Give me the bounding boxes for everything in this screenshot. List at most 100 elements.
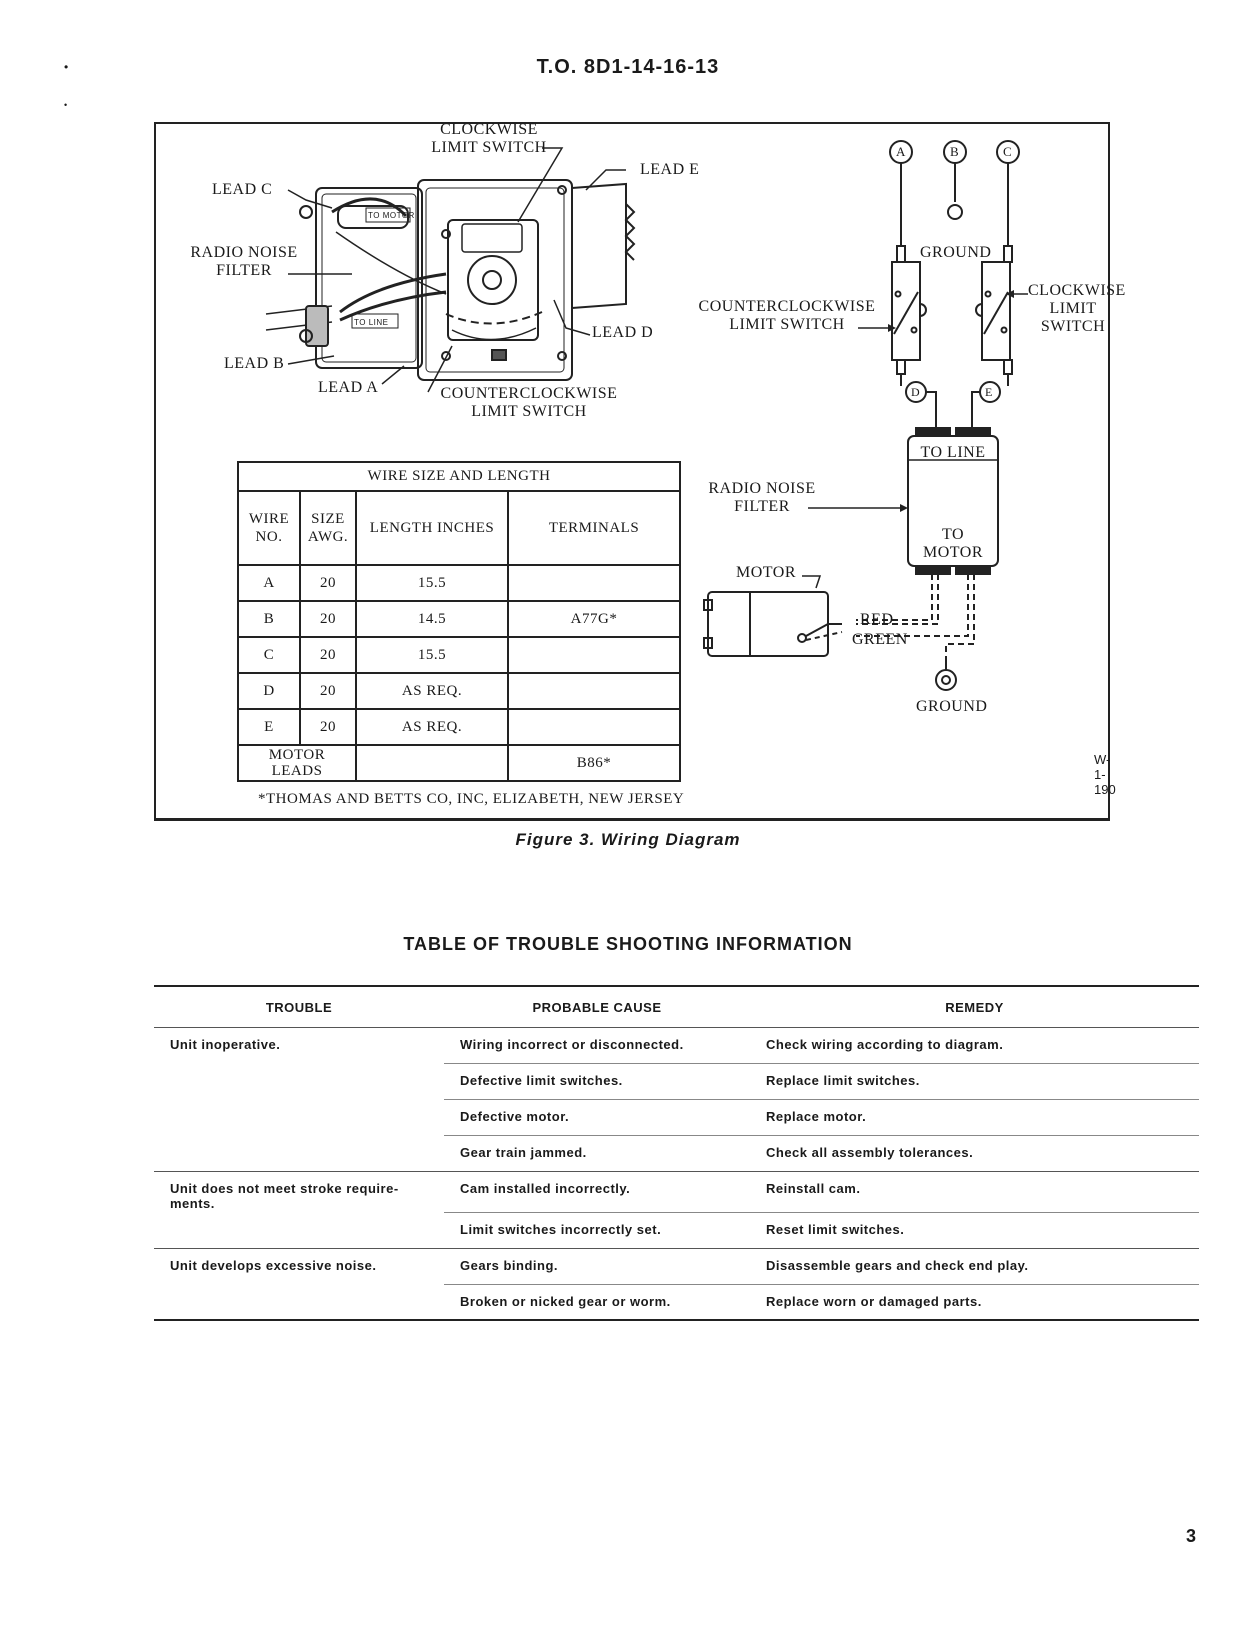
- troubleshooting-title: TABLE OF TROUBLE SHOOTING INFORMATION: [403, 934, 853, 954]
- trouble-line-2: ments.: [170, 1196, 215, 1211]
- cell-remedy: Check all assembly tolerances.: [750, 1135, 1199, 1172]
- cell-wire: C: [237, 636, 301, 674]
- cell-terminal: B86*: [507, 744, 681, 782]
- cell-size: 20: [299, 672, 357, 710]
- cell-trouble: [154, 1064, 444, 1100]
- cell-terminal: [507, 636, 681, 674]
- cell-remedy: Replace worn or damaged parts.: [750, 1283, 1199, 1320]
- cell-trouble: [154, 1100, 444, 1136]
- cell-size: 20: [299, 564, 357, 602]
- table-row: Unit develops excessive noise. Gears bin…: [154, 1247, 1199, 1284]
- cell-cause: Wiring incorrect or disconnected.: [444, 1027, 750, 1064]
- cell-cause: Gear train jammed.: [444, 1135, 750, 1172]
- cell-length: 14.5: [355, 600, 509, 638]
- radio-noise-filter-label: RADIO NOISE FILTER: [190, 244, 298, 279]
- wiring-diagram-drawing: [265, 140, 1028, 691]
- table-row: Unit inoperative. Wiring incorrect or di…: [154, 1027, 1199, 1064]
- cell-remedy: Check wiring according to diagram.: [750, 1027, 1199, 1064]
- cell-wire: D: [237, 672, 301, 710]
- cell-remedy: Disassemble gears and check end play.: [750, 1247, 1199, 1284]
- col-terminals: TERMINALS: [507, 490, 681, 566]
- cell-trouble: Unit inoperative.: [154, 1027, 444, 1064]
- housing-pictorial: [265, 179, 636, 381]
- col-trouble: TROUBLE: [154, 986, 444, 1028]
- cell-wire: A: [237, 564, 301, 602]
- arrow-heads: [888, 290, 1014, 512]
- cell-trouble: [154, 1284, 444, 1320]
- lead-e-label: LEAD E: [640, 161, 700, 178]
- table-row: A 20 15.5: [237, 564, 681, 602]
- cell-trouble: [154, 1212, 444, 1248]
- cell-wire: E: [237, 708, 301, 746]
- cell-length: AS REQ.: [355, 708, 509, 746]
- clockwise-limit-switch-label: CLOCKWISE LIMIT SWITCH: [431, 121, 547, 156]
- cell-size: 20: [299, 600, 357, 638]
- table-row: Limit switches incorrectly set. Reset li…: [154, 1211, 1199, 1248]
- col-length: LENGTH INCHES: [355, 490, 509, 566]
- table-row: Broken or nicked gear or worm. Replace w…: [154, 1283, 1199, 1320]
- cell-length: AS REQ.: [355, 672, 509, 710]
- to-motor-tag: TO MOTOR: [368, 211, 415, 220]
- schematic-cw-switch-label: CLOCKWISE LIMIT SWITCH: [1028, 282, 1126, 335]
- table-row: Defective limit switches. Replace limit …: [154, 1063, 1199, 1100]
- cell-remedy: Replace motor.: [750, 1099, 1199, 1136]
- col-probable-cause: PROBABLE CAUSE: [444, 986, 750, 1028]
- green-lead-label: GREEN: [852, 631, 908, 648]
- schematic-filter-label: RADIO NOISE FILTER: [708, 480, 816, 515]
- cell-terminal: A77G*: [507, 600, 681, 638]
- table-row: B 20 14.5 A77G*: [237, 600, 681, 638]
- cell-length: [355, 744, 509, 782]
- terminal-footnote: *THOMAS AND BETTS CO, INC, ELIZABETH, NE…: [258, 791, 685, 807]
- cell-cause: Gears binding.: [444, 1247, 750, 1284]
- terminal-c: C: [1003, 144, 1013, 159]
- to-line-tag: TO LINE: [354, 318, 389, 327]
- cell-length: 15.5: [355, 564, 509, 602]
- motor-label: MOTOR: [736, 564, 796, 581]
- terminal-a: A: [896, 144, 906, 159]
- wire-table-caption: WIRE SIZE AND LENGTH: [237, 461, 681, 492]
- schematic: [703, 140, 1020, 691]
- cell-trouble: [154, 1136, 444, 1172]
- cell-terminal: [507, 564, 681, 602]
- margin-tick: •: [64, 100, 68, 110]
- to-motor-label: TO MOTOR: [923, 526, 983, 561]
- ground-top-label: GROUND: [920, 244, 992, 261]
- cell-cause: Limit switches incorrectly set.: [444, 1211, 750, 1248]
- cell-trouble: Unit does not meet stroke require- ments…: [154, 1171, 444, 1212]
- cell-terminal: [507, 708, 681, 746]
- lead-a-label: LEAD A: [318, 379, 379, 396]
- counterclockwise-limit-switch-label: COUNTERCLOCKWISE LIMIT SWITCH: [440, 385, 618, 420]
- terminal-d: D: [911, 385, 921, 399]
- red-lead-label: RED: [860, 611, 894, 628]
- cell-size: 20: [299, 708, 357, 746]
- cell-size: 20: [299, 636, 357, 674]
- cell-remedy: Replace limit switches.: [750, 1063, 1199, 1100]
- lead-d-label: LEAD D: [592, 324, 654, 341]
- wiring-diagram-figure: CLOCKWISE LIMIT SWITCH LEAD E LEAD C RAD…: [154, 121, 1125, 821]
- troubleshooting-table: TROUBLE PROBABLE CAUSE REMEDY Unit inope…: [154, 985, 1199, 1321]
- table-row: D 20 AS REQ.: [237, 672, 681, 710]
- lead-b-label: LEAD B: [224, 355, 285, 372]
- figure-caption: Figure 3. Wiring Diagram: [515, 830, 741, 849]
- terminal-e: E: [985, 385, 993, 399]
- schematic-leader-lines: [802, 293, 1028, 589]
- drawing-id: W-1-190: [1094, 752, 1116, 797]
- to-line-label: TO LINE: [920, 444, 986, 461]
- table-row: Unit does not meet stroke require- ments…: [154, 1171, 1199, 1212]
- margin-dot: •: [64, 60, 69, 74]
- cell-cause: Cam installed incorrectly.: [444, 1171, 750, 1212]
- table-row: Defective motor. Replace motor.: [154, 1099, 1199, 1136]
- cell-terminal: [507, 672, 681, 710]
- table-row: C 20 15.5: [237, 636, 681, 674]
- ground-bottom-label: GROUND: [916, 698, 988, 715]
- table-row: Gear train jammed. Check all assembly to…: [154, 1135, 1199, 1172]
- cell-length: 15.5: [355, 636, 509, 674]
- cell-remedy: Reset limit switches.: [750, 1211, 1199, 1248]
- schematic-ccw-switch-label: COUNTERCLOCKWISE LIMIT SWITCH: [698, 298, 876, 333]
- cell-trouble: Unit develops excessive noise.: [154, 1247, 444, 1284]
